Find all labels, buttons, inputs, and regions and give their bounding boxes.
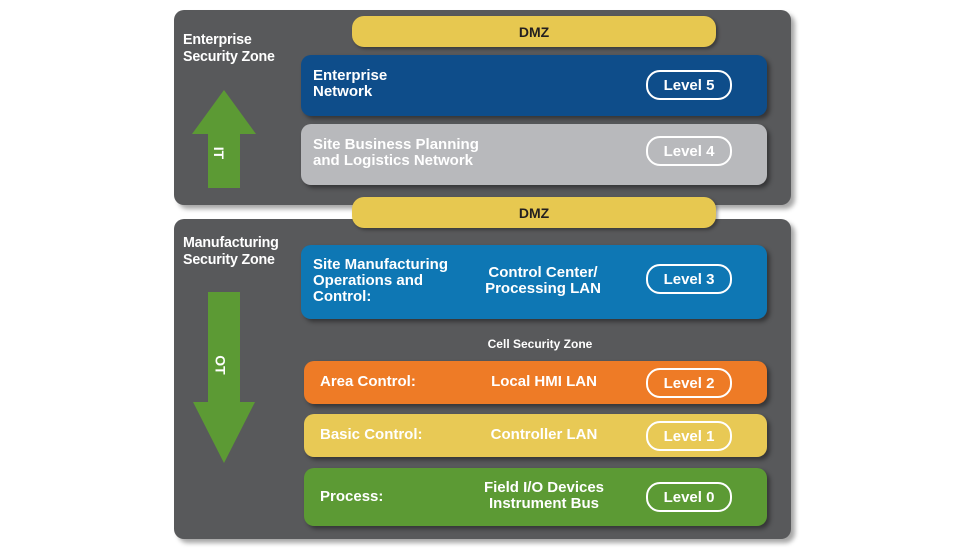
it-arrow-label: IT bbox=[211, 146, 228, 160]
ot-down-arrow-icon bbox=[193, 292, 255, 463]
level-3-sublabel: Control Center/ Processing LAN bbox=[485, 264, 601, 297]
level-3-badge: Level 3 bbox=[646, 264, 732, 294]
level-1-sublabel: Controller LAN bbox=[490, 426, 598, 443]
level-2-area-control-box: Area Control: Local HMI LAN Level 2 bbox=[304, 361, 767, 404]
level-3-site-manufacturing-box: Site Manufacturing Operations and Contro… bbox=[301, 245, 767, 319]
dmz-top-bar: DMZ bbox=[352, 16, 716, 47]
level-3-label: Site Manufacturing Operations and Contro… bbox=[313, 256, 449, 305]
level-0-sublabel: Field I/O Devices Instrument Bus bbox=[483, 479, 605, 512]
level-5-badge: Level 5 bbox=[646, 70, 732, 100]
level-5-enterprise-network-box: Enterprise Network Level 5 bbox=[301, 55, 767, 116]
level-2-sublabel: Local HMI LAN bbox=[491, 373, 597, 390]
level-2-badge: Level 2 bbox=[646, 368, 732, 398]
cell-security-zone-label: Cell Security Zone bbox=[487, 337, 593, 351]
dmz-bottom-bar: DMZ bbox=[352, 197, 716, 228]
level-0-label: Process: bbox=[320, 488, 384, 505]
level-1-badge: Level 1 bbox=[646, 421, 732, 451]
manufacturing-zone-title: Manufacturing Security Zone bbox=[183, 234, 279, 268]
it-up-arrow-icon bbox=[192, 90, 256, 188]
level-0-badge: Level 0 bbox=[646, 482, 732, 512]
enterprise-zone-title: Enterprise Security Zone bbox=[183, 31, 275, 65]
ot-arrow-label: OT bbox=[212, 355, 229, 375]
level-4-label: Site Business Planning and Logistics Net… bbox=[313, 136, 479, 169]
level-5-label: Enterprise Network bbox=[313, 67, 388, 100]
level-4-badge: Level 4 bbox=[646, 136, 732, 166]
level-1-basic-control-box: Basic Control: Controller LAN Level 1 bbox=[304, 414, 767, 457]
level-2-label: Area Control: bbox=[320, 373, 416, 390]
level-4-business-planning-box: Site Business Planning and Logistics Net… bbox=[301, 124, 767, 185]
level-1-label: Basic Control: bbox=[320, 426, 423, 443]
level-0-process-box: Process: Field I/O Devices Instrument Bu… bbox=[304, 468, 767, 526]
